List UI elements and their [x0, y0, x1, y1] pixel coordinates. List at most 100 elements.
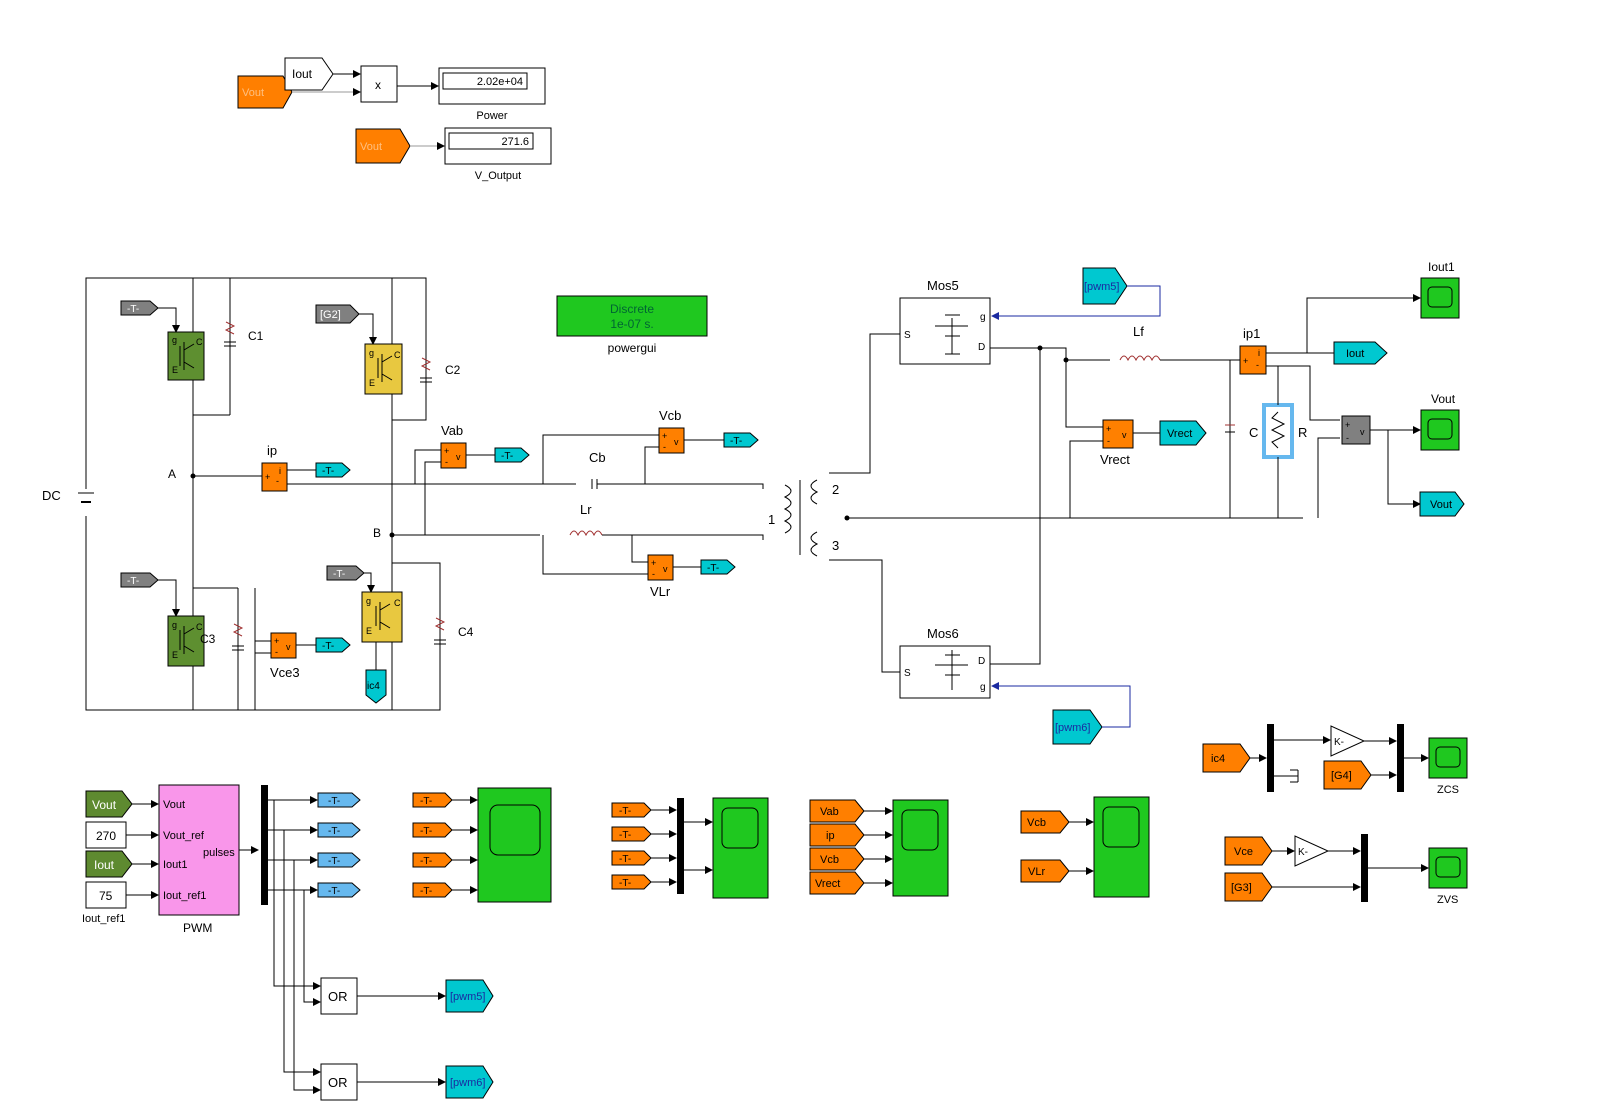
- igbt-s3-c: C: [196, 622, 203, 632]
- vce3-label: Vce3: [270, 665, 300, 680]
- pwm-port-vout-ref: Vout_ref: [163, 830, 205, 842]
- or2-label: OR: [328, 1075, 348, 1090]
- goto-t-s3: [120, 572, 159, 588]
- vce3-sensor[interactable]: [270, 632, 297, 659]
- vout-sensor[interactable]: [1341, 415, 1371, 445]
- scope-c[interactable]: [892, 799, 949, 897]
- vce3-plus: +: [274, 636, 279, 646]
- pwm-block[interactable]: [158, 784, 240, 916]
- from-vout-2[interactable]: [355, 128, 411, 164]
- vout-circuit-label: Vout: [1430, 499, 1452, 511]
- t-s1-label: -T-: [127, 304, 139, 315]
- res-r-label: R: [1298, 425, 1307, 440]
- or-block-2[interactable]: [320, 1063, 358, 1101]
- igbt-s3-g: g: [172, 620, 177, 630]
- goto-t-pwm3: [317, 852, 361, 868]
- zvs-label: ZVS: [1437, 894, 1458, 906]
- igbt-s4[interactable]: [361, 591, 403, 643]
- zvs-scope[interactable]: [1428, 847, 1468, 889]
- vlr-sensor[interactable]: [647, 554, 674, 581]
- from-ic4-label: ic4: [1211, 753, 1225, 765]
- product-block[interactable]: [360, 65, 398, 103]
- goto-pwm5-bottom: [445, 979, 494, 1013]
- load-resistor[interactable]: [1262, 403, 1294, 459]
- vout-minus: -: [1346, 433, 1349, 443]
- mux-zvs[interactable]: [1361, 834, 1368, 902]
- transformer[interactable]: 1 2 3: [768, 479, 839, 557]
- from-t-a4: [412, 882, 453, 898]
- power-display-field: [442, 72, 528, 90]
- from-vrect: [809, 871, 865, 895]
- from-vlr-label: VLr: [1028, 866, 1045, 878]
- from-iout-pwm[interactable]: [85, 850, 133, 878]
- ip1-i: i: [1258, 348, 1260, 358]
- iout-circuit-label: Iout: [1346, 348, 1364, 360]
- mos5-block[interactable]: [899, 297, 991, 365]
- t-pwm4-label: -T-: [328, 886, 340, 897]
- c2-label: C2: [445, 363, 461, 377]
- voutput-value: 271.6: [501, 136, 529, 148]
- powergui-line1: Discrete: [610, 302, 654, 316]
- vrect-sensor[interactable]: [1102, 419, 1134, 449]
- from-vout-1[interactable]: [237, 75, 293, 109]
- top-section: Vout Iout x 2.02e+04 Power Vout 271.6 V_…: [237, 57, 552, 182]
- ip-sensor[interactable]: [261, 462, 288, 492]
- mux-zcs[interactable]: [1397, 724, 1404, 792]
- from-ip-label: ip: [826, 830, 835, 842]
- pwm-port-pulses: pulses: [203, 847, 235, 859]
- gain-zvs[interactable]: [1294, 835, 1330, 867]
- goto-iout-top[interactable]: [284, 57, 334, 91]
- iout1-scope[interactable]: [1420, 277, 1460, 319]
- from-g3-label: [G3]: [1231, 882, 1252, 894]
- zcs-scope[interactable]: [1428, 737, 1468, 779]
- from-vout-pwm[interactable]: [85, 790, 133, 818]
- power-label: Power: [476, 110, 508, 122]
- ip1-sensor[interactable]: [1239, 345, 1267, 375]
- pwm-section: Vout 270 Iout 75 Iout_ref1 Vout Vout_ref…: [82, 784, 494, 1101]
- vout-scope[interactable]: [1420, 409, 1460, 451]
- demux-zcs[interactable]: [1267, 724, 1274, 792]
- goto-t-s1: [120, 300, 159, 316]
- igbt-s1-e: E: [172, 365, 178, 375]
- ip1-minus: -: [1256, 360, 1259, 370]
- t-vab-label: -T-: [501, 451, 513, 462]
- mos5-label: Mos5: [927, 278, 959, 293]
- pwm5-circuit-label: [pwm5]: [1084, 281, 1119, 293]
- from-vce: [1224, 836, 1273, 866]
- pwm-demux[interactable]: [261, 785, 268, 905]
- voutput-display-field: [448, 132, 534, 150]
- t-pwm3-label: -T-: [328, 856, 340, 867]
- or-block-1[interactable]: [320, 977, 358, 1015]
- t-b3: -T-: [619, 854, 631, 865]
- igbt-s1-g: g: [172, 335, 177, 345]
- igbt-s2[interactable]: [364, 343, 403, 395]
- const-270[interactable]: [85, 821, 127, 849]
- powergui-block[interactable]: Discrete 1e-07 s. powergui: [556, 295, 708, 355]
- vrect-label: Vrect: [1100, 452, 1130, 467]
- mos6-d: D: [978, 656, 985, 667]
- mux-b[interactable]: [677, 798, 684, 894]
- mos6-label: Mos6: [927, 626, 959, 641]
- igbt-s1[interactable]: [167, 331, 205, 381]
- mos5-s: S: [904, 330, 911, 341]
- igbt-s3[interactable]: [167, 615, 205, 667]
- vcb-sensor[interactable]: [658, 427, 685, 454]
- mos6-s: S: [904, 668, 911, 679]
- vab-v: v: [456, 452, 461, 462]
- from-t-a2: [412, 822, 453, 838]
- lf-label: Lf: [1133, 324, 1144, 339]
- pwm-port-vout: Vout: [163, 799, 185, 811]
- zcs-zvs-section: ic4 K- [G4] ZCS Vce K- [G3] ZVS: [1202, 724, 1468, 906]
- gain-zcs-label: K-: [1334, 737, 1344, 748]
- gain-zcs[interactable]: [1330, 725, 1366, 757]
- goto-pwm6-circuit: [1052, 709, 1103, 745]
- mos6-block[interactable]: [899, 645, 991, 699]
- dc-source[interactable]: DC: [42, 488, 94, 503]
- ip1-label: ip1: [1243, 326, 1260, 341]
- t-vlr-label: -T-: [707, 563, 719, 574]
- ip-label: ip: [267, 443, 277, 458]
- cb-label: Cb: [589, 450, 606, 465]
- pwm5-bottom-label: [pwm5]: [450, 991, 485, 1003]
- igbt-s1-c: C: [196, 337, 203, 347]
- t-pwm1-label: -T-: [328, 796, 340, 807]
